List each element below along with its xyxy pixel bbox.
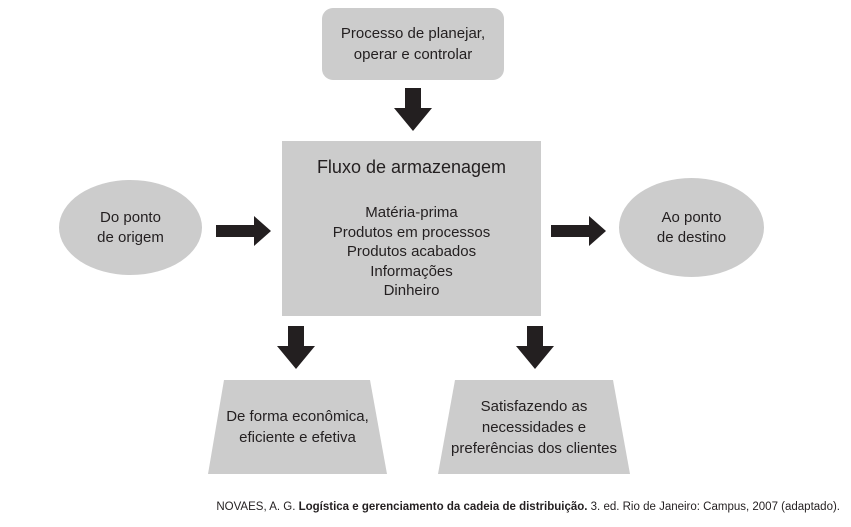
origin-line: Do ponto bbox=[100, 208, 161, 226]
storage-flow-item: Produtos acabados bbox=[346, 243, 477, 260]
citation-prefix: NOVAES, A. G. bbox=[216, 501, 299, 513]
bottom-left-line: eficiente e efetiva bbox=[239, 429, 356, 446]
bottom-right-line: preferências dos clientes bbox=[451, 439, 617, 457]
origin-line: de origem bbox=[97, 228, 164, 246]
citation: NOVAES, A. G. Logística e gerenciamento … bbox=[0, 501, 840, 513]
bottom-right-line: necessidades e bbox=[481, 418, 587, 436]
process-box-line: Processo de planejar, bbox=[340, 25, 486, 42]
storage-flow-box: Fluxo de armazenagem Matéria-prima Produ… bbox=[282, 141, 541, 316]
bottom-right-trapezoid bbox=[438, 380, 630, 474]
process-box: Processo de planejar, operar e controlar bbox=[322, 8, 504, 80]
process-box-line: operar e controlar bbox=[353, 46, 473, 63]
origin-ellipse: Do ponto de origem bbox=[59, 180, 202, 275]
bottom-left-trapezoid bbox=[208, 380, 387, 474]
arrow-down-top bbox=[394, 88, 432, 131]
storage-flow-item: Informações bbox=[370, 262, 453, 280]
bottom-left-text: De forma econômica, eficiente e efetiva bbox=[208, 380, 387, 474]
storage-flow-item: Dinheiro bbox=[383, 282, 440, 299]
arrow-down-bottom-right bbox=[516, 326, 554, 369]
arrow-down-bottom-left bbox=[277, 326, 315, 369]
storage-flow-items: Matéria-prima Produtos em processos Prod… bbox=[282, 203, 541, 301]
storage-flow-item: Matéria-prima bbox=[365, 204, 458, 221]
destination-line: de destino bbox=[656, 228, 727, 246]
bottom-left-line: De forma econômica, bbox=[226, 408, 369, 425]
bottom-right-text: Satisfazendo as necessidades e preferênc… bbox=[438, 380, 630, 474]
citation-suffix: 3. ed. Rio de Janeiro: Campus, 2007 (ada… bbox=[587, 501, 840, 513]
citation-title: Logística e gerenciamento da cadeia de d… bbox=[298, 501, 588, 513]
destination-ellipse: Ao ponto de destino bbox=[619, 178, 764, 277]
bottom-right-line: Satisfazendo as bbox=[480, 397, 588, 415]
arrow-right-left bbox=[216, 216, 271, 246]
storage-flow-item: Produtos em processos bbox=[332, 223, 491, 241]
destination-line: Ao ponto bbox=[661, 208, 722, 226]
arrow-right-right bbox=[551, 216, 606, 246]
storage-flow-title: Fluxo de armazenagem bbox=[316, 157, 507, 177]
